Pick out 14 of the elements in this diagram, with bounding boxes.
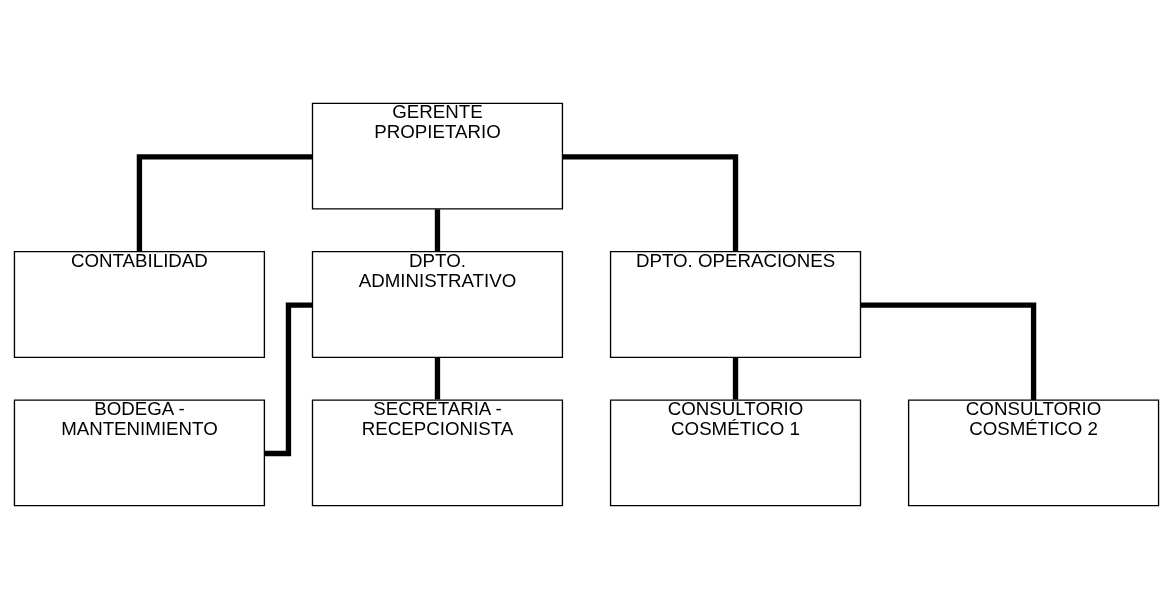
connector (860, 302, 1037, 400)
connector (732, 357, 739, 400)
node-box: SECRETARIA - RECEPCIONISTA (311, 398, 564, 506)
connector (136, 153, 313, 252)
connector (562, 153, 739, 252)
node-box: GERENTE PROPIETARIO (311, 102, 564, 210)
node-box: DPTO. ADMINISTRATIVO (311, 250, 564, 358)
node-box: DPTO. OPERACIONES (609, 250, 862, 358)
node-box: CONTABILIDAD (13, 250, 266, 358)
connector (434, 357, 441, 400)
node-box: CONSULTORIO COSMÉTICO 2 (907, 398, 1160, 506)
node-box: BODEGA - MANTENIMIENTO (13, 398, 266, 506)
connector (434, 208, 441, 251)
node-box: CONSULTORIO COSMÉTICO 1 (609, 398, 862, 506)
